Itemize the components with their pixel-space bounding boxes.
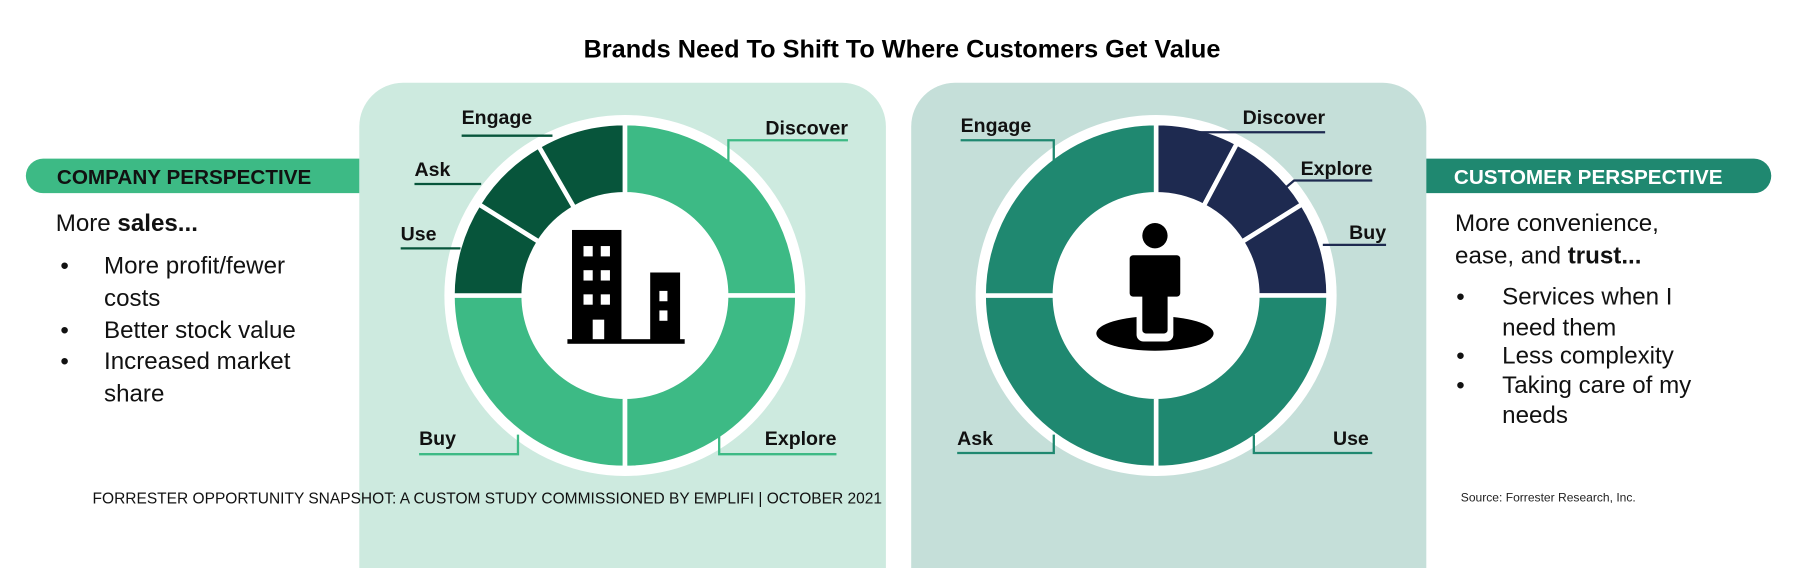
segment-engage <box>981 120 1159 298</box>
bullet-icon: • <box>1456 284 1464 311</box>
company-stage-engage: Engage <box>462 107 533 129</box>
list-item: Services when I <box>1502 284 1672 311</box>
segment-explore <box>622 293 800 471</box>
list-item: Taking care of my <box>1502 372 1692 399</box>
company-perspective-heading: COMPANY PERSPECTIVE <box>57 166 311 189</box>
list-item: Less complexity <box>1502 342 1675 369</box>
bullet-icon: • <box>1456 372 1464 399</box>
segment-discover <box>622 120 800 298</box>
footer-citation: FORRESTER OPPORTUNITY SNAPSHOT: A CUSTOM… <box>93 491 882 508</box>
customer-stage-discover: Discover <box>1243 107 1326 129</box>
customer-bullets: • Services when I need them • Less complex… <box>1456 284 1692 429</box>
company-stage-explore: Explore <box>765 428 837 450</box>
company-stage-ask: Ask <box>414 159 450 181</box>
customer-intro-line1: More convenience, <box>1455 210 1659 237</box>
customer-stage-ask: Ask <box>957 428 993 450</box>
list-item: share <box>104 380 164 407</box>
segment-buy <box>450 293 628 471</box>
segment-ask <box>981 293 1159 471</box>
list-item: Increased market <box>104 348 291 375</box>
list-item: costs <box>104 285 160 312</box>
company-journey-donut <box>444 114 806 477</box>
company-leader-lines <box>400 134 848 456</box>
company-perspective-pill <box>25 158 360 194</box>
company-stage-use: Use <box>401 223 437 245</box>
customer-intro-line2: ease, and trust... <box>1455 242 1641 269</box>
page-title: Brands Need To Shift To Where Customers … <box>584 35 1221 63</box>
list-item: Better stock value <box>104 317 296 344</box>
company-stage-buy: Buy <box>419 428 456 450</box>
customer-leader-lines <box>957 131 1387 455</box>
customer-stage-engage: Engage <box>961 115 1032 137</box>
bullet-icon: • <box>60 253 68 280</box>
source-note: Source: Forrester Research, Inc. <box>1461 490 1636 504</box>
bullet-icon: • <box>60 317 68 344</box>
customer-stage-use: Use <box>1333 428 1369 450</box>
customer-perspective-pill <box>1426 158 1772 194</box>
company-bullets: • More profit/fewer costs • Better stock v… <box>60 253 295 408</box>
segment-engage <box>535 120 628 212</box>
bullet-icon: • <box>60 348 68 375</box>
person-location-icon <box>1096 223 1214 351</box>
customer-stage-explore: Explore <box>1301 158 1373 180</box>
list-item: More profit/fewer <box>104 253 285 280</box>
company-stage-discover: Discover <box>765 118 848 140</box>
bullet-icon: • <box>1456 342 1464 369</box>
list-item: need them <box>1502 315 1616 342</box>
customer-stage-buy: Buy <box>1349 222 1386 244</box>
company-intro: More sales... <box>56 210 198 237</box>
list-item: needs <box>1502 402 1568 429</box>
office-building-icon <box>567 229 685 344</box>
customer-perspective-heading: CUSTOMER PERSPECTIVE <box>1454 166 1723 189</box>
segment-use <box>1153 293 1331 471</box>
